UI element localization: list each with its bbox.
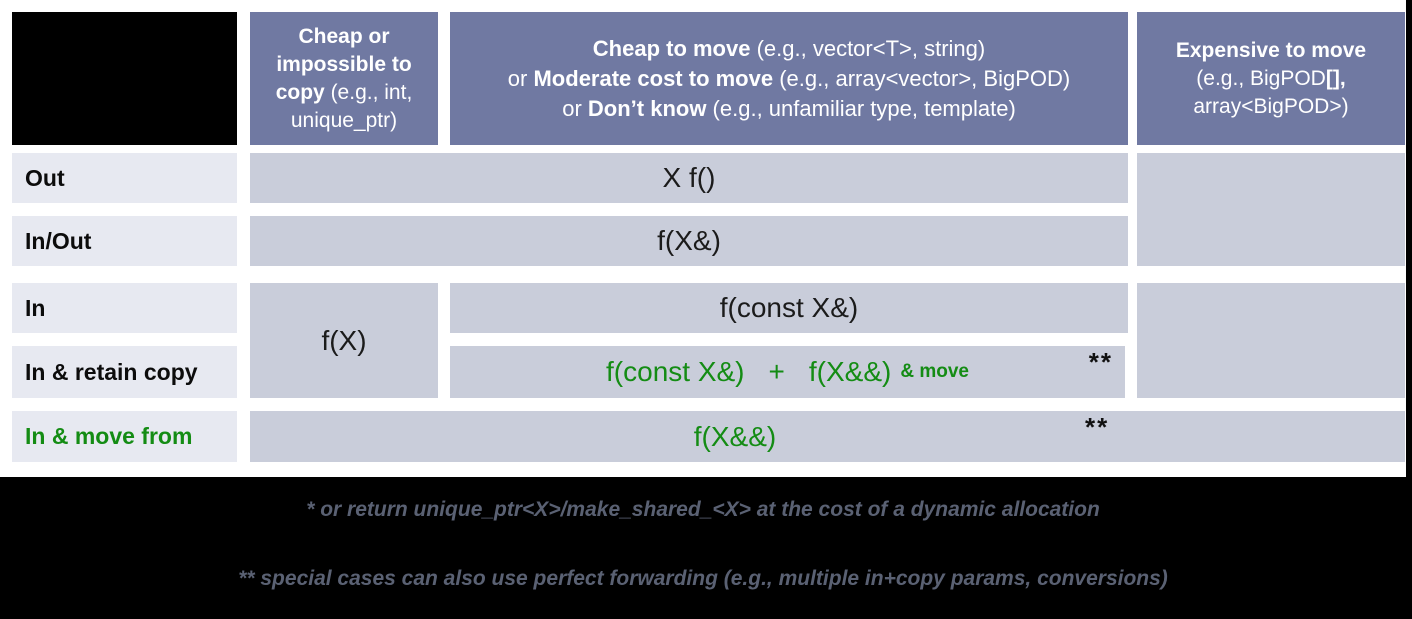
header-col3-line2-bold: [], [1325, 66, 1346, 90]
row-label-in-move-from: In & move from [12, 411, 237, 462]
cell-in-fconstxref: f(const X&) [450, 283, 1128, 333]
header-col2-line1-rest: (e.g., vector<T>, string) [750, 35, 986, 61]
header-col2-line2: or Moderate cost to move (e.g., array<ve… [508, 64, 1070, 94]
header-col1-rest: (e.g., int, unique_ptr) [290, 80, 413, 132]
header-col2-line3-pre: or [562, 95, 588, 121]
header-cheap-to-move: Cheap to move (e.g., vector<T>, string) … [450, 12, 1128, 145]
header-col2-line3-rest: (e.g., unfamiliar type, template) [706, 95, 1016, 121]
cell-out-xf: X f() [250, 153, 1128, 203]
cell-cheapcopy-fx: f(X) [250, 283, 438, 398]
row-label-out: Out [12, 153, 237, 203]
header-expensive-to-move: Expensive to move (e.g., BigPOD[], array… [1137, 12, 1405, 145]
corner-black-cell [12, 12, 237, 145]
retain-plus: + [768, 356, 785, 387]
header-col2-line3: or Don’t know (e.g., unfamiliar type, te… [562, 94, 1016, 124]
movefrom-double-asterisk-marker: ** [1085, 412, 1110, 442]
movefrom-fxrefref: f(X&&) [693, 420, 777, 452]
footnote-double-asterisk: ** special cases can also use perfect fo… [238, 567, 1168, 590]
cell-retain-copy: f(const X&) + f(X&&) & move ** [450, 346, 1125, 398]
header-col2-line1-bold: Cheap to move [592, 35, 751, 61]
row-label-in-out: In/Out [12, 216, 237, 266]
retain-double-asterisk-marker: ** [1088, 347, 1113, 377]
header-cheap-or-impossible-to-copy: Cheap or impossible to copy (e.g., int, … [250, 12, 438, 145]
header-col3-line3: array<BigPOD>) [1193, 94, 1349, 118]
row-label-in: In [12, 283, 237, 333]
retain-and-move-suffix: & move [900, 361, 969, 382]
footnote-single-asterisk: * or return unique_ptr<X>/make_shared_<X… [306, 498, 1100, 521]
cell-expensive-out-inout-empty [1137, 153, 1405, 266]
header-col1-bold: Cheap or impossible to copy [275, 24, 412, 104]
cell-move-from: f(X&&) ** [250, 411, 1405, 462]
header-col2-line1: Cheap to move (e.g., vector<T>, string) [593, 34, 985, 64]
retain-fxrefref: f(X&&) [808, 356, 892, 387]
retain-fconstxref: f(const X&) [606, 356, 745, 387]
cell-expensive-in-retain-empty [1137, 283, 1405, 398]
cell-inout-fxref: f(X&) [250, 216, 1128, 266]
row-label-in-retain-copy: In & retain copy [12, 346, 237, 398]
header-col3-line1-bold: Expensive to move [1175, 38, 1367, 62]
header-col2-line2-rest: (e.g., array<vector>, BigPOD) [773, 65, 1071, 91]
header-col2-line3-bold: Don’t know [587, 95, 707, 121]
header-col3-line2-pre: (e.g., BigPOD [1196, 66, 1326, 90]
header-col2-line2-bold: Moderate cost to move [533, 65, 774, 91]
header-col2-line2-pre: or [507, 65, 534, 91]
